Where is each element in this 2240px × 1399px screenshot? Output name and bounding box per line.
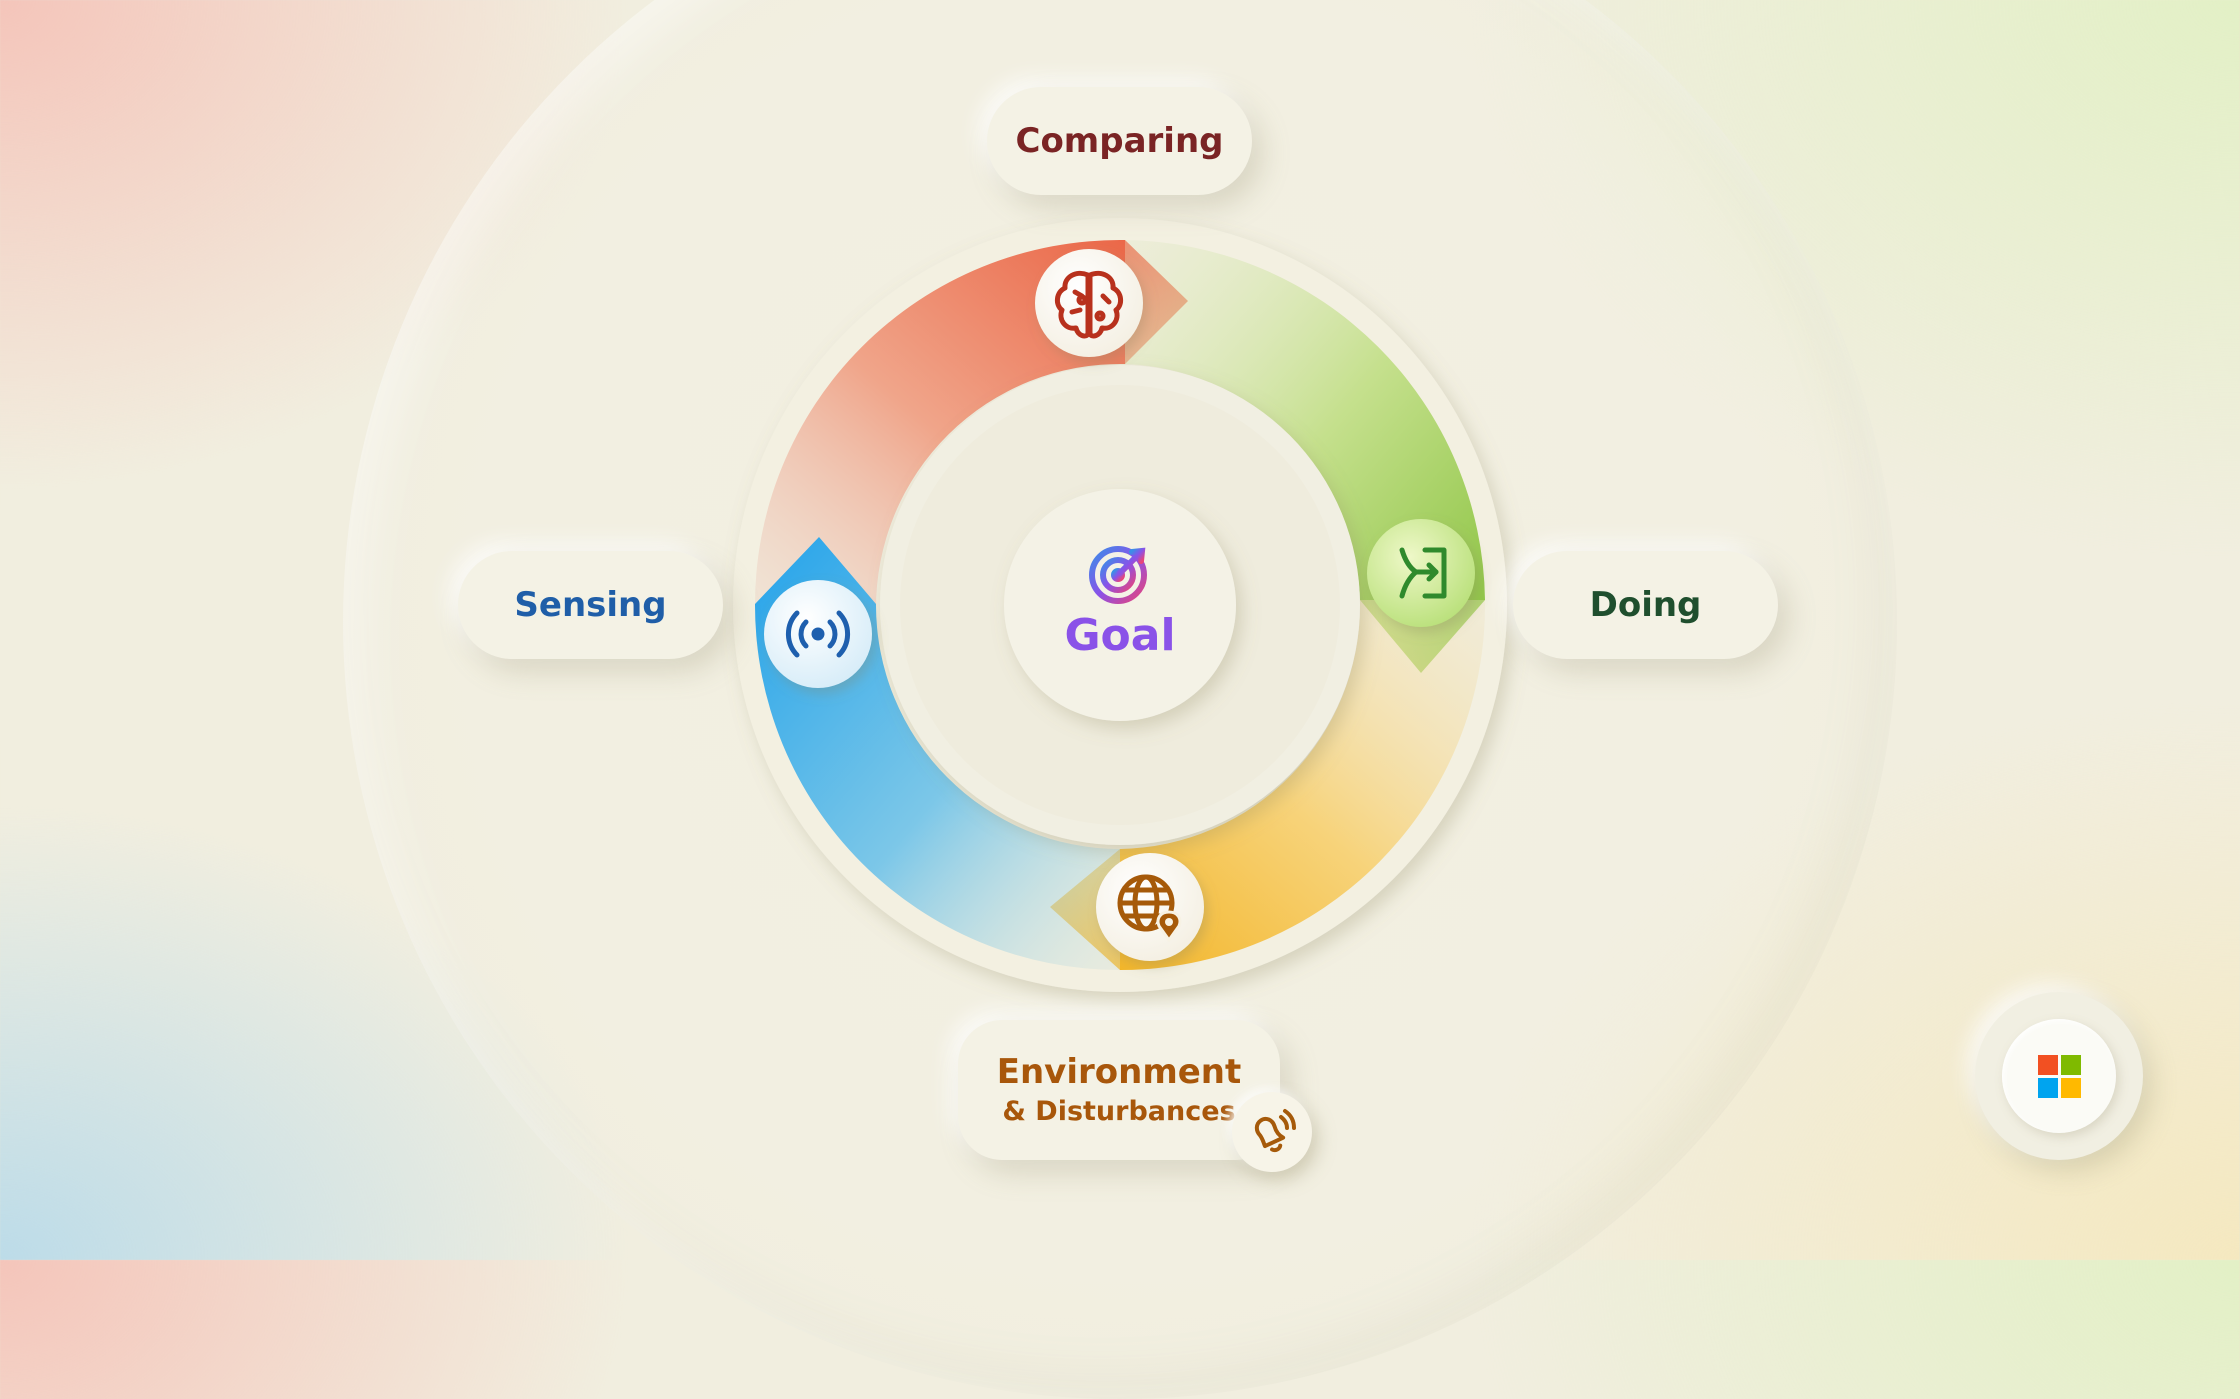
feedback-loop-diagram	[733, 218, 1507, 992]
logo-square-blue	[2037, 1077, 2058, 1098]
logo-square-red	[2037, 1054, 2058, 1075]
broadcast-icon	[764, 580, 872, 688]
sensing-label: Sensing	[458, 551, 723, 659]
goal-label: Goal	[1064, 610, 1176, 661]
microsoft-logo	[1975, 992, 2143, 1160]
bell-ringing-icon	[1232, 1092, 1312, 1172]
target-arrow-icon	[1089, 546, 1147, 604]
globe-location-icon	[1096, 853, 1204, 961]
brain-icon	[1035, 249, 1143, 357]
logo-square-yellow	[2060, 1077, 2081, 1098]
environment-label: Environment & Disturbances	[958, 1020, 1280, 1160]
environment-label-line1: Environment	[996, 1052, 1242, 1092]
environment-label-line2: & Disturbances	[1002, 1096, 1236, 1127]
goal-disk	[1004, 489, 1236, 721]
arrow-into-box-icon	[1367, 519, 1475, 627]
logo-square-green	[2060, 1054, 2081, 1075]
comparing-label: Comparing	[987, 87, 1252, 195]
doing-label: Doing	[1513, 551, 1778, 659]
